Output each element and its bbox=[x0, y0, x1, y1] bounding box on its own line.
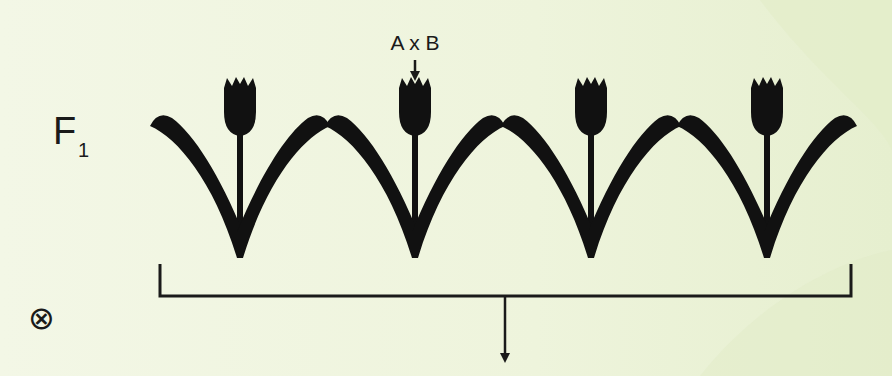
cross-arrow bbox=[414, 60, 417, 76]
selfing-symbol-text: ⊗ bbox=[28, 300, 55, 336]
tulip-plant bbox=[501, 77, 681, 258]
cross-label-text: A x B bbox=[390, 31, 439, 54]
background-leaf bbox=[700, 250, 892, 376]
cross-label: A x B bbox=[390, 32, 439, 53]
offspring-arrow bbox=[504, 296, 507, 358]
bracket bbox=[160, 264, 851, 296]
generation-subscript-text: 1 bbox=[78, 139, 89, 161]
generation-subscript: 1 bbox=[78, 140, 89, 160]
generation-label: F bbox=[53, 112, 76, 150]
tulip-plant bbox=[677, 77, 857, 258]
selfing-symbol: ⊗ bbox=[28, 302, 55, 334]
tulip-plant bbox=[325, 77, 505, 258]
generation-label-text: F bbox=[53, 110, 76, 152]
tulip-plant bbox=[150, 77, 330, 258]
